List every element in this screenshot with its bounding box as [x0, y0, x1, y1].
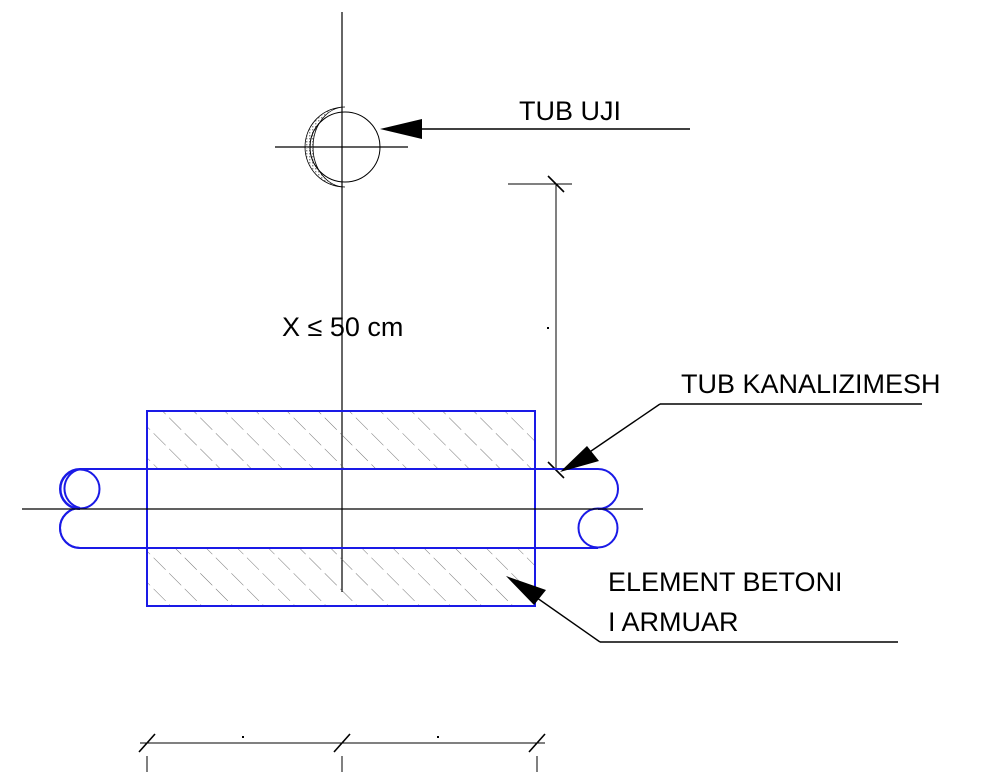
water-pipe-section [275, 106, 408, 188]
concrete-upper-hatch [147, 411, 535, 469]
water-pipe-circle [309, 111, 381, 183]
distance-dimension [508, 175, 572, 479]
concrete-label-line2: I ARMUAR [608, 607, 739, 637]
sewer-pipe-leader [560, 403, 922, 472]
bottom-dimension [138, 733, 546, 772]
concrete-lower-hatch [147, 548, 535, 606]
distance-label: X ≤ 50 cm [282, 312, 403, 342]
water-pipe-crescent [304, 106, 346, 188]
concrete-label-line1: ELEMENT BETONI [608, 567, 843, 597]
sewer-pipe-label: TUB KANALIZIMESH [681, 369, 941, 399]
water-pipe-label: TUB UJI [519, 96, 621, 126]
water-pipe-leader [380, 119, 690, 139]
concrete-leader [506, 576, 898, 643]
